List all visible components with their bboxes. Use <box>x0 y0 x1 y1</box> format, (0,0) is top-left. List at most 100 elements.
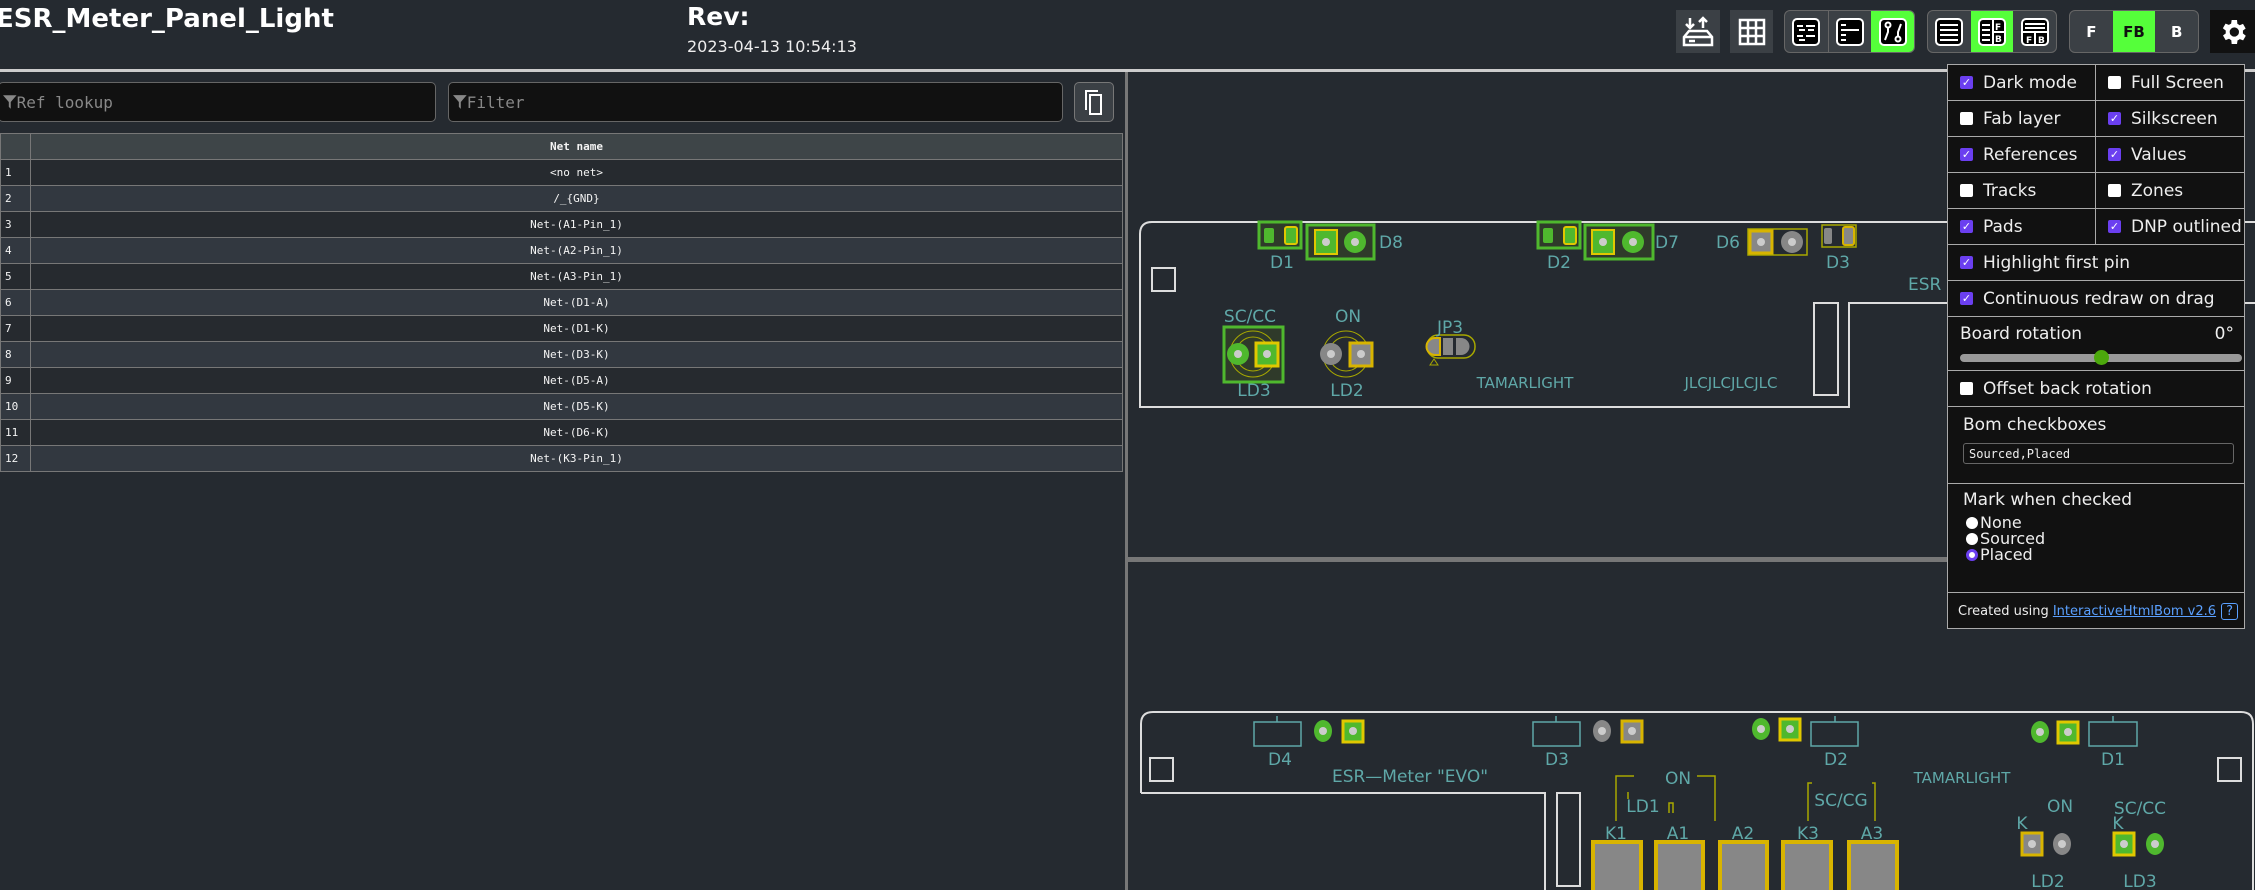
help-button[interactable]: ? <box>2221 602 2238 620</box>
tracks-checkbox[interactable] <box>1960 184 1973 197</box>
ref-ld3: LD3 <box>1237 381 1270 401</box>
settings-option[interactable]: ✓Dark mode <box>1948 65 2095 100</box>
ref-d7: D7 <box>1655 233 1679 253</box>
row-index: 12 <box>0 445 31 472</box>
silkscreen-checkbox[interactable]: ✓ <box>2108 112 2121 125</box>
offset-back-rotation-checkbox[interactable] <box>1960 382 1973 395</box>
bom-checkboxes-input[interactable] <box>1963 443 2234 464</box>
settings-row: ✓ Pads ✓DNP outlined <box>1948 209 2244 245</box>
mark-option-label: Sourced <box>1980 529 2046 548</box>
highlight-first-pin-checkbox[interactable]: ✓ <box>1960 256 1973 269</box>
values-checkbox[interactable]: ✓ <box>2108 148 2121 161</box>
slider-thumb[interactable] <box>2094 350 2109 365</box>
mark-option-sourced[interactable]: Sourced <box>1966 531 2244 547</box>
ref-ld2: LD2 <box>1330 381 1363 401</box>
vertical-splitter[interactable] <box>1125 72 1128 890</box>
dnp-outlined-checkbox[interactable]: ✓ <box>2108 220 2121 233</box>
layer-front-button[interactable]: F <box>2086 22 2097 41</box>
netlist-icon <box>1878 17 1907 46</box>
settings-option[interactable]: ✓ Pads <box>1948 209 2095 244</box>
full-screen-checkbox[interactable] <box>2108 76 2121 89</box>
mark-when-checked-label: Mark when checked <box>1963 490 2133 510</box>
settings-option[interactable]: Full Screen <box>2095 65 2244 100</box>
board-canvas[interactable]: D1 D8 D2 D7 D6 D3 ESR SC/CC ON JP3 LD3 L… <box>1128 72 2255 890</box>
ref-lookup-input[interactable] <box>16 92 435 112</box>
ref-k3: K3 <box>1797 824 1819 844</box>
settings-option[interactable]: ✓Silkscreen <box>2095 101 2244 136</box>
value-on: ON <box>1335 307 1361 327</box>
settings-option[interactable]: ✓Continuous redraw on drag <box>1948 281 2244 317</box>
settings-option[interactable]: Fab layer <box>1948 101 2095 136</box>
radio-sourced[interactable] <box>1966 533 1978 545</box>
bom-only-button[interactable] <box>1928 11 1971 52</box>
radio-none[interactable] <box>1966 517 1978 529</box>
radio-placed[interactable] <box>1966 549 1978 561</box>
net-name-cell: <no net> <box>30 159 1123 186</box>
zones-checkbox[interactable] <box>2108 184 2121 197</box>
settings-button[interactable] <box>2210 10 2255 53</box>
netlist-button[interactable] <box>1871 11 1914 52</box>
gear-icon <box>2222 19 2246 44</box>
footer-text: Created using <box>1958 603 2049 619</box>
settings-option[interactable]: ✓Highlight first pin <box>1948 245 2244 281</box>
layer-frontback-button[interactable]: FB <box>2112 11 2156 52</box>
front-board <box>1139 220 2255 408</box>
revision-date: 2023-04-13 10:54:13 <box>687 37 857 56</box>
mark-option-placed[interactable]: Placed <box>1966 547 2244 563</box>
table-row[interactable]: 1<no net> <box>0 159 1123 186</box>
label-k-ld2: K <box>2016 814 2028 834</box>
value-on: ON <box>1665 769 1691 789</box>
settings-option[interactable]: ✓References <box>1948 137 2095 172</box>
filter-icon <box>3 95 17 109</box>
filter-field[interactable] <box>448 82 1063 122</box>
io-button[interactable] <box>1676 10 1720 53</box>
menu-footer: Created using InteractiveHtmlBom v2.6 ? <box>1948 593 2244 629</box>
offset-back-rotation-row[interactable]: Offset back rotation <box>1948 371 2244 407</box>
text-tamarlight: TAMARLIGHT <box>1476 374 1575 392</box>
table-row[interactable]: 2/_{GND} <box>0 185 1123 212</box>
bom-only-icon <box>1935 17 1964 46</box>
copy-button[interactable] <box>1074 82 1114 122</box>
horizontal-splitter[interactable] <box>1128 557 1948 562</box>
settings-option[interactable]: Zones <box>2095 173 2244 208</box>
layer-back-button[interactable]: B <box>2170 22 2183 41</box>
offset-back-rotation-label: Offset back rotation <box>1983 378 2152 399</box>
bom-grouped-button[interactable] <box>1785 11 1828 52</box>
dark-mode-checkbox[interactable]: ✓ <box>1960 76 1973 89</box>
filter-input[interactable] <box>466 92 1062 112</box>
settings-option[interactable]: Tracks <box>1948 173 2095 208</box>
net-name-cell: Net-(D3-K) <box>30 341 1123 368</box>
value-sccg: SC/CG <box>1814 791 1867 811</box>
mark-option-none[interactable]: None <box>1966 515 2244 531</box>
settings-option[interactable]: ✓Values <box>2095 137 2244 172</box>
references-checkbox[interactable]: ✓ <box>1960 148 1973 161</box>
board-rotation-slider[interactable] <box>1960 350 2242 365</box>
svg-text:B: B <box>2038 36 2045 46</box>
net-name-header[interactable]: Net name <box>30 133 1123 160</box>
pads-label: Pads <box>1983 216 2023 237</box>
bom-ungrouped-button[interactable] <box>1827 11 1872 52</box>
fab-layer-checkbox[interactable] <box>1960 112 1973 125</box>
ref-lookup-field[interactable] <box>0 82 436 122</box>
settings-row: Fab layer✓Silkscreen <box>1948 101 2244 137</box>
ihb-link[interactable]: InteractiveHtmlBom v2.6 <box>2052 603 2217 619</box>
settings-option[interactable]: ✓DNP outlined <box>2095 209 2244 244</box>
ref-ld1: LD1 <box>1626 797 1659 817</box>
mark-option-label: Placed <box>1980 545 2033 564</box>
fullscreen-table-button[interactable] <box>1730 10 1773 53</box>
ref-a3: A3 <box>1861 824 1883 844</box>
continuous-redraw-on-drag-checkbox[interactable]: ✓ <box>1960 292 1973 305</box>
pads-checkbox[interactable]: ✓ <box>1960 220 1973 233</box>
